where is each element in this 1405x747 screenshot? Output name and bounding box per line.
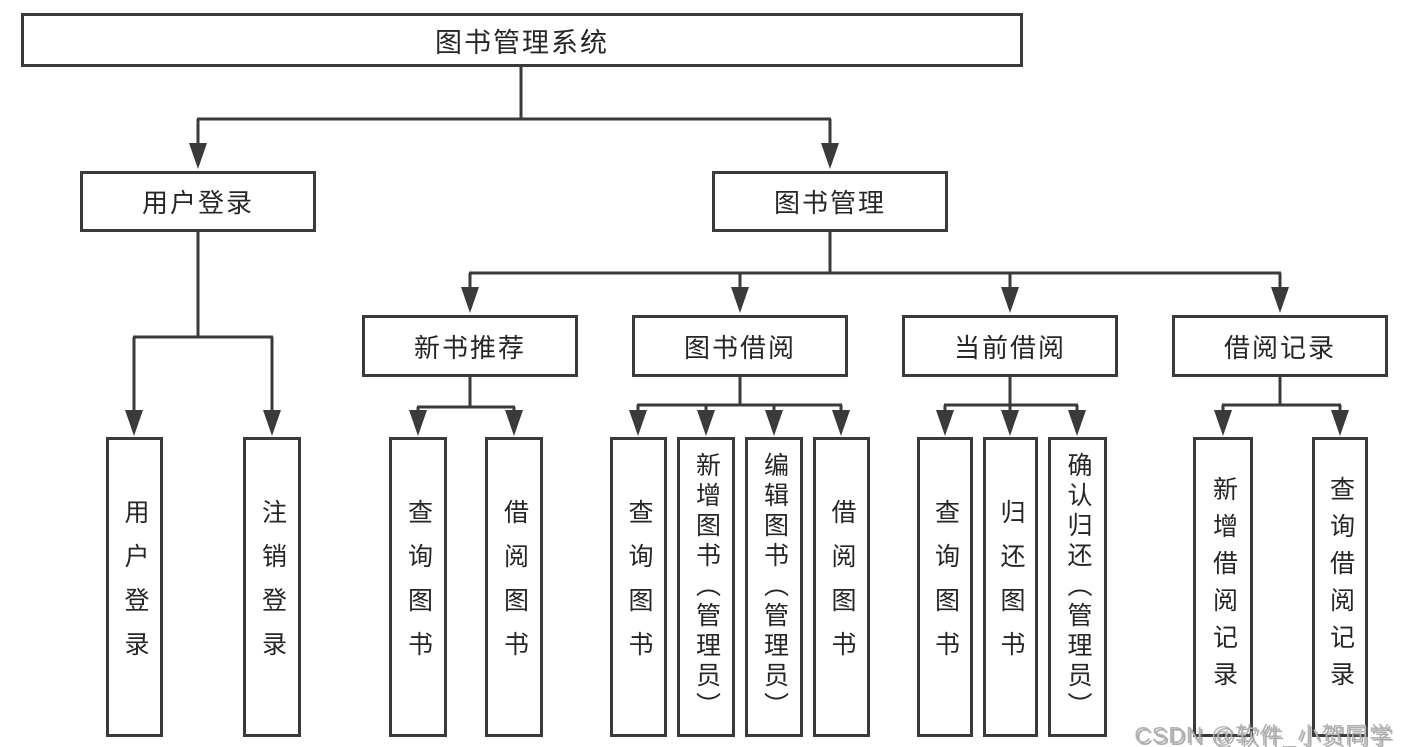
node-label: 查询图书 xyxy=(931,499,960,675)
node-book-borrow: 图书借阅 xyxy=(632,315,848,377)
node-label: 确认归还（管理员） xyxy=(1064,452,1092,722)
node-label: 用户登录 xyxy=(121,499,149,675)
node-label: 图书借阅 xyxy=(683,332,796,363)
node-label: 查询借阅记录 xyxy=(1326,476,1355,698)
node-label: 当前借阅 xyxy=(953,332,1066,363)
node-label: 编辑图书（管理员） xyxy=(760,452,789,722)
node-label: 新增图书（管理员） xyxy=(692,452,721,722)
connector-paths xyxy=(132,67,1342,413)
csdn-watermark: CSDN @软件_小贺同学 xyxy=(1134,722,1393,747)
leaf-borrow-books-1: 借阅图书 xyxy=(485,437,543,737)
node-label: 新书推荐 xyxy=(413,332,526,363)
leaf-borrow-books-2: 借阅图书 xyxy=(813,437,870,737)
node-new-book-recommend: 新书推荐 xyxy=(362,315,578,377)
node-label: 查询图书 xyxy=(404,499,433,675)
leaf-query-books-1: 查询图书 xyxy=(389,437,447,737)
leaf-query-books-2: 查询图书 xyxy=(610,437,667,737)
leaf-add-book-admin: 新增图书（管理员） xyxy=(677,437,735,737)
leaf-edit-book-admin: 编辑图书（管理员） xyxy=(745,437,803,737)
connector-arrowheads xyxy=(125,143,1349,436)
node-label: 查询图书 xyxy=(625,499,653,675)
leaf-user-login: 用户登录 xyxy=(106,437,163,737)
node-current-borrow: 当前借阅 xyxy=(902,315,1118,377)
node-label: 新增借阅记录 xyxy=(1209,476,1238,698)
node-label: 图书管理 xyxy=(773,188,886,218)
node-library-management-system: 图书管理系统 xyxy=(21,13,1023,67)
leaf-add-borrow-record: 新增借阅记录 xyxy=(1193,437,1253,737)
node-label: 借阅图书 xyxy=(500,499,529,675)
node-label: 注销登录 xyxy=(258,499,287,675)
leaf-query-borrow-record: 查询借阅记录 xyxy=(1312,437,1368,737)
node-label: 借阅记录 xyxy=(1223,332,1336,363)
leaf-logout: 注销登录 xyxy=(243,437,301,737)
node-label: 用户登录 xyxy=(141,188,254,218)
node-label: 借阅图书 xyxy=(828,499,856,675)
node-label: 归还图书 xyxy=(997,499,1025,675)
node-borrow-records: 借阅记录 xyxy=(1172,315,1388,377)
node-label: 图书管理系统 xyxy=(435,27,609,58)
leaf-return-book: 归还图书 xyxy=(983,437,1038,737)
node-user-login: 用户登录 xyxy=(80,171,316,232)
leaf-confirm-return-admin: 确认归还（管理员） xyxy=(1048,437,1107,737)
node-book-management: 图书管理 xyxy=(712,171,948,232)
leaf-query-books-3: 查询图书 xyxy=(917,437,973,737)
